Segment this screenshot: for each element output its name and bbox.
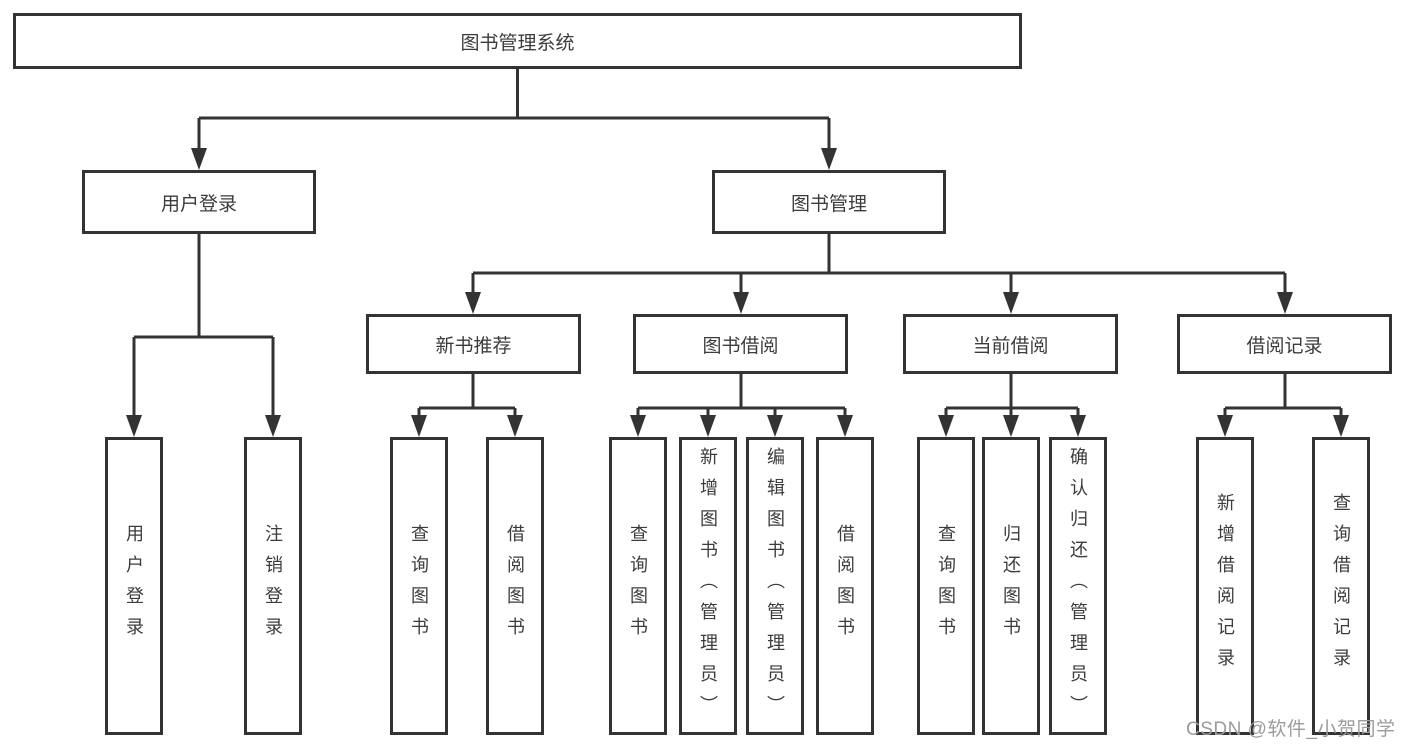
leaf-label: 归还图书 bbox=[1001, 524, 1021, 648]
node-label: 当前借阅 bbox=[972, 335, 1049, 357]
leaf-add-borrow-record: 新增借阅记录 bbox=[1196, 437, 1254, 735]
leaf-borrow-books-1: 借阅图书 bbox=[486, 437, 544, 735]
node-root-system: 图书管理系统 bbox=[13, 13, 1022, 69]
leaf-query-books-1: 查询图书 bbox=[390, 437, 448, 735]
csdn-watermark: CSDN @软件_小贺同学 bbox=[1186, 719, 1396, 740]
leaf-label: 编辑图书（管理员） bbox=[765, 446, 785, 726]
leaf-label: 注销登录 bbox=[263, 524, 283, 648]
leaf-label: 查询借阅记录 bbox=[1331, 493, 1351, 679]
node-label: 借阅记录 bbox=[1246, 335, 1323, 357]
leaf-label: 新增借阅记录 bbox=[1215, 493, 1235, 679]
leaf-borrow-books-2: 借阅图书 bbox=[816, 437, 874, 735]
leaf-logout: 注销登录 bbox=[244, 437, 302, 735]
leaf-label: 借阅图书 bbox=[505, 524, 525, 648]
node-label: 图书借阅 bbox=[702, 335, 779, 357]
leaf-query-books-3: 查询图书 bbox=[917, 437, 975, 735]
leaf-label: 查询图书 bbox=[409, 524, 429, 648]
node-book-management: 图书管理 bbox=[712, 170, 946, 234]
node-label: 图书管理系统 bbox=[460, 32, 575, 54]
leaf-label: 新增图书（管理员） bbox=[698, 446, 718, 726]
leaf-label: 查询图书 bbox=[936, 524, 956, 648]
leaf-add-books-admin: 新增图书（管理员） bbox=[679, 437, 737, 735]
node-new-book-recommend: 新书推荐 bbox=[366, 314, 581, 374]
leaf-label: 确认归还（管理员） bbox=[1068, 446, 1088, 726]
leaf-edit-books-admin: 编辑图书（管理员） bbox=[746, 437, 804, 735]
node-borrow-record: 借阅记录 bbox=[1177, 314, 1392, 374]
leaf-confirm-return-admin: 确认归还（管理员） bbox=[1049, 437, 1107, 735]
node-user-login: 用户登录 bbox=[82, 170, 316, 234]
node-label: 图书管理 bbox=[790, 193, 867, 215]
leaf-label: 借阅图书 bbox=[835, 524, 855, 648]
node-label: 用户登录 bbox=[160, 193, 237, 215]
leaf-label: 用户登录 bbox=[124, 524, 144, 648]
leaf-label: 查询图书 bbox=[628, 524, 648, 648]
leaf-query-borrow-record: 查询借阅记录 bbox=[1312, 437, 1370, 735]
leaf-return-books: 归还图书 bbox=[982, 437, 1040, 735]
node-current-borrow: 当前借阅 bbox=[903, 314, 1118, 374]
leaf-query-books-2: 查询图书 bbox=[609, 437, 667, 735]
node-book-borrow: 图书借阅 bbox=[633, 314, 848, 374]
node-label: 新书推荐 bbox=[435, 335, 512, 357]
leaf-user-login: 用户登录 bbox=[105, 437, 163, 735]
